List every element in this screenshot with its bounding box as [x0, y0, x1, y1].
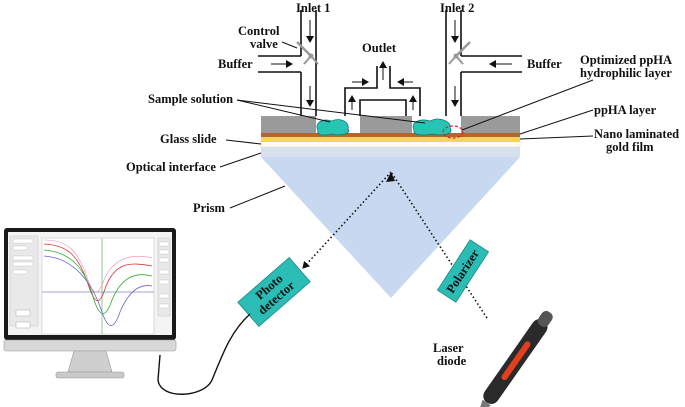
- control-valve-label-line2: valve: [250, 37, 278, 51]
- ppha-layer-label: ppHA layer: [594, 103, 657, 117]
- laser-label-line2: diode: [437, 354, 467, 368]
- prism: [261, 157, 520, 298]
- inlet1-label: Inlet 1: [296, 1, 330, 15]
- gold-film-label-line1: Nano laminated: [594, 127, 679, 141]
- control-valve-label-line1: Control: [238, 24, 280, 38]
- buffer2-channel: [461, 55, 522, 73]
- sample-solution-label: Sample solution: [148, 92, 233, 106]
- optical-interface-leader: [219, 152, 262, 168]
- gold-film-leader: [519, 135, 594, 140]
- laser-label-line1: Laser: [433, 341, 464, 355]
- control-valve-leader: [281, 41, 298, 49]
- monitor-icon: [3, 228, 177, 379]
- sample-leader-1: [236, 99, 331, 123]
- optical-interface-layer: [261, 147, 520, 157]
- buffer-right-label: Buffer: [527, 57, 562, 71]
- laser-beam-incident: [390, 171, 488, 319]
- sample-leader-2: [236, 99, 426, 124]
- prism-label: Prism: [193, 201, 226, 215]
- optimized-leader: [461, 79, 594, 131]
- beam-arrowhead-top: [386, 172, 395, 182]
- valve-icon: [296, 41, 319, 65]
- polarizer: Polarizer: [436, 239, 490, 303]
- flow-cell-block-left: [261, 116, 316, 133]
- sample-drop-left: [316, 119, 350, 136]
- outlet-label: Outlet: [362, 41, 397, 55]
- buffer1-channel: [258, 55, 301, 73]
- valve-icon: [448, 41, 471, 65]
- laser-pointer-icon: [479, 310, 553, 407]
- optimized-label-line2: hydrophilic layer: [580, 66, 672, 80]
- outlet-channel: [344, 66, 421, 116]
- optimized-layer-marker: [442, 125, 464, 139]
- gold-film-label-line2: gold film: [606, 140, 654, 154]
- ppha-leader: [519, 109, 594, 135]
- laser-beam-reflected: [302, 171, 392, 269]
- sample-drop-right: [412, 118, 452, 136]
- optimized-label-line1: Optimized ppHA: [580, 53, 672, 67]
- detector-cable: [157, 313, 251, 395]
- gold-film-layer: [261, 137, 520, 142]
- prism-leader: [229, 185, 286, 209]
- inlet2-label: Inlet 2: [440, 1, 474, 15]
- glass-slide-leader: [225, 139, 262, 145]
- glass-slide-label: Glass slide: [160, 132, 217, 146]
- buffer-left-label: Buffer: [218, 57, 253, 71]
- optical-interface-label: Optical interface: [126, 160, 216, 174]
- flow-cell-block-right: [461, 116, 520, 133]
- ppha-layer: [261, 133, 520, 137]
